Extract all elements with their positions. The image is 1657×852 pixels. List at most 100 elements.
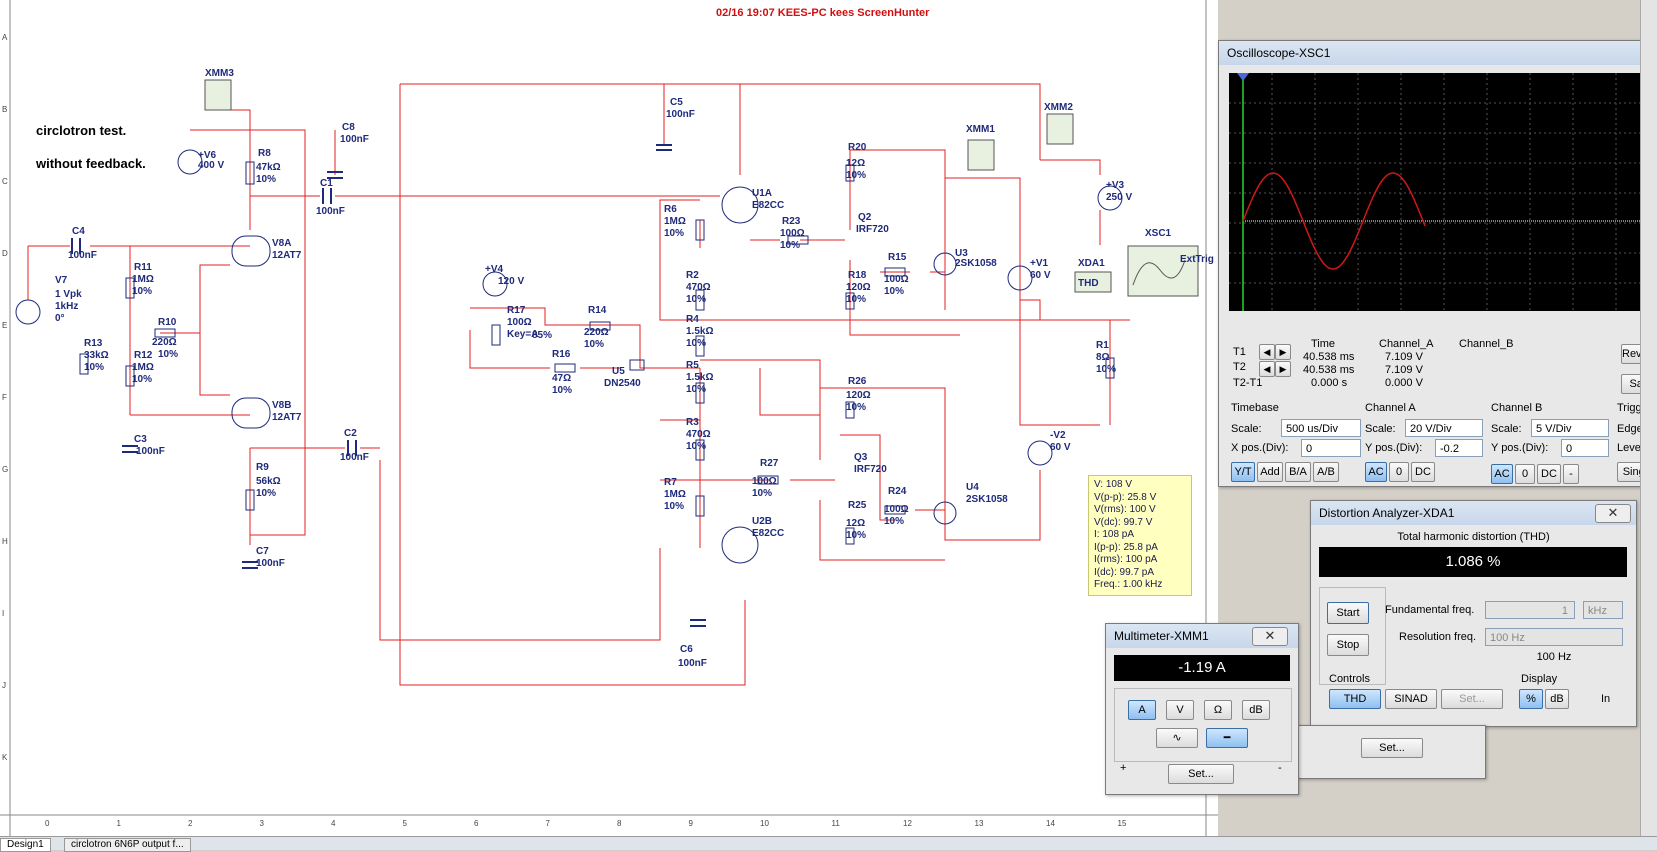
plus-terminal-label: + bbox=[1120, 762, 1127, 774]
t2-time: 40.538 ms bbox=[1303, 364, 1355, 376]
start-stop-group bbox=[1319, 587, 1386, 685]
thd-label: Total harmonic distortion (THD) bbox=[1397, 531, 1550, 543]
percent-button[interactable]: % bbox=[1519, 689, 1543, 709]
fund-freq-unit[interactable]: kHz bbox=[1583, 601, 1623, 619]
thd-button[interactable]: THD bbox=[1329, 689, 1381, 709]
thd-display: 1.086 % bbox=[1319, 547, 1627, 577]
schematic-wires bbox=[0, 0, 1218, 836]
t2-channel-a: 7.109 V bbox=[1385, 364, 1423, 376]
channel-b-ypos-label: Y pos.(Div): bbox=[1491, 442, 1549, 454]
dc-button[interactable]: ━ bbox=[1206, 728, 1248, 748]
t2-right-arrow-button[interactable]: ▶ bbox=[1275, 361, 1291, 377]
multimeter-reading: -1.19 A bbox=[1114, 655, 1290, 681]
channel-a-scale-field[interactable]: 20 V/Div bbox=[1405, 419, 1483, 437]
display-label: Display bbox=[1521, 673, 1558, 685]
res-freq-select[interactable]: 100 Hz bbox=[1485, 628, 1623, 646]
probe-line: I: 108 pA bbox=[1094, 529, 1135, 540]
t2t1-time: 0.000 s bbox=[1311, 377, 1348, 389]
channel-a-trace bbox=[1242, 172, 1426, 270]
probe-line: I(p-p): 25.8 pA bbox=[1094, 541, 1158, 553]
channel-b-dc-button[interactable]: DC bbox=[1537, 464, 1561, 484]
controls-label: Controls bbox=[1329, 673, 1370, 685]
multimeter-set-button[interactable]: Set... bbox=[1168, 764, 1234, 784]
channel-b-label: Channel B bbox=[1491, 402, 1543, 414]
back-set-button[interactable]: Set... bbox=[1361, 738, 1423, 758]
xpos-label: X pos.(Div): bbox=[1231, 442, 1289, 454]
t1-channel-a: 7.109 V bbox=[1385, 351, 1423, 363]
channel-b-invert-button[interactable]: - bbox=[1563, 464, 1579, 484]
res-freq-display: 100 Hz bbox=[1536, 651, 1572, 663]
timebase-label: Timebase bbox=[1231, 402, 1279, 414]
stop-button[interactable]: Stop bbox=[1327, 634, 1369, 656]
distortion-analyzer-window[interactable]: Distortion Analyzer-XDA1 ✕ Total harmoni… bbox=[1310, 500, 1637, 727]
volt-button[interactable]: V bbox=[1166, 700, 1194, 720]
close-icon[interactable]: ✕ bbox=[1595, 504, 1631, 523]
col-time: Time bbox=[1311, 338, 1336, 350]
channel-a-ypos-label: Y pos.(Div): bbox=[1365, 442, 1423, 454]
channel-a-ypos-field[interactable]: -0.2 bbox=[1435, 439, 1483, 457]
probe-line: I(rms): 100 pA bbox=[1094, 554, 1158, 565]
t1-right-arrow-button[interactable]: ▶ bbox=[1275, 344, 1291, 360]
t1-time: 40.538 ms bbox=[1303, 351, 1355, 363]
sinad-button[interactable]: SINAD bbox=[1385, 689, 1437, 709]
channel-a-ac-button[interactable]: AC bbox=[1365, 462, 1387, 482]
start-button[interactable]: Start bbox=[1327, 602, 1369, 624]
ampere-button[interactable]: A bbox=[1128, 700, 1156, 720]
channel-b-ypos-field[interactable]: 0 bbox=[1561, 439, 1609, 457]
t2-left-arrow-button[interactable]: ◀ bbox=[1259, 361, 1275, 377]
channel-b-zero-button[interactable]: 0 bbox=[1515, 464, 1535, 484]
vertical-scrollbar[interactable] bbox=[1640, 0, 1657, 836]
oscilloscope-screen[interactable] bbox=[1229, 73, 1657, 311]
channel-a-zero-button[interactable]: 0 bbox=[1389, 462, 1409, 482]
timebase-scale-label: Scale: bbox=[1231, 423, 1262, 435]
xpos-field[interactable]: 0 bbox=[1301, 439, 1361, 457]
mode-add-button[interactable]: Add bbox=[1257, 462, 1283, 482]
oscilloscope-window[interactable]: Oscilloscope-XSC1 T1 T2 T2-T1 ◀ ▶ ◀ ▶ Ti… bbox=[1218, 40, 1657, 487]
ohm-button[interactable]: Ω bbox=[1204, 700, 1232, 720]
channel-a-scale-label: Scale: bbox=[1365, 423, 1396, 435]
multimeter-window[interactable]: Multimeter-XMM1 ✕ -1.19 A A V Ω dB ∿ ━ +… bbox=[1105, 623, 1299, 795]
close-icon[interactable]: ✕ bbox=[1252, 627, 1288, 646]
channel-a-dc-button[interactable]: DC bbox=[1411, 462, 1435, 482]
dc-line-icon: ━ bbox=[1223, 732, 1231, 744]
probe-line: Freq.: 1.00 kHz bbox=[1094, 579, 1163, 590]
mode-ab-button[interactable]: A/B bbox=[1313, 462, 1339, 482]
probe-line: V(p-p): 25.8 V bbox=[1094, 491, 1157, 503]
db-button[interactable]: dB bbox=[1545, 689, 1569, 709]
probe-line: V(dc): 99.7 V bbox=[1094, 516, 1153, 528]
timebase-scale-field[interactable]: 500 us/Div bbox=[1281, 419, 1361, 437]
trigger-edge-label: Edge: bbox=[1617, 423, 1646, 435]
cursor-t2-label: T2 bbox=[1233, 361, 1246, 373]
col-channel-b: Channel_B bbox=[1459, 338, 1514, 350]
channel-b-scale-label: Scale: bbox=[1491, 423, 1522, 435]
design-tab-bar: Design1 circlotron 6N6P output f... bbox=[0, 836, 1657, 852]
channel-b-scale-field[interactable]: 5 V/Div bbox=[1531, 419, 1609, 437]
set-button[interactable]: Set... bbox=[1441, 689, 1503, 709]
res-freq-label: Resolution freq. bbox=[1399, 631, 1477, 643]
trigger-level-label: Level: bbox=[1617, 442, 1647, 454]
fund-freq-field[interactable]: 1 bbox=[1485, 601, 1575, 619]
t2t1-channel-a: 0.000 V bbox=[1385, 377, 1423, 389]
tab-circlotron[interactable]: circlotron 6N6P output f... bbox=[64, 838, 191, 852]
sine-wave-icon: ∿ bbox=[1172, 732, 1182, 744]
channel-b-ac-button[interactable]: AC bbox=[1491, 464, 1513, 484]
fund-freq-label: Fundamental freq. bbox=[1385, 604, 1475, 616]
tab-design1[interactable]: Design1 bbox=[0, 838, 51, 852]
t1-left-arrow-button[interactable]: ◀ bbox=[1259, 344, 1275, 360]
probe-tooltip: V: 108 V V(p-p): 25.8 V V(rms): 100 V V(… bbox=[1088, 475, 1192, 596]
background-meter-panel[interactable]: Set... bbox=[1298, 725, 1486, 779]
probe-line: I(dc): 99.7 pA bbox=[1094, 566, 1155, 578]
minus-terminal-label: - bbox=[1278, 762, 1282, 774]
distortion-title: Distortion Analyzer-XDA1 bbox=[1311, 501, 1636, 525]
mode-yt-button[interactable]: Y/T bbox=[1231, 462, 1255, 482]
mode-ba-button[interactable]: B/A bbox=[1285, 462, 1311, 482]
col-channel-a: Channel_A bbox=[1379, 338, 1434, 350]
mode-group bbox=[1114, 688, 1292, 762]
oscilloscope-grid bbox=[1229, 73, 1657, 311]
cursor-t2t1-label: T2-T1 bbox=[1233, 377, 1263, 389]
probe-line: V: 108 V bbox=[1094, 479, 1132, 490]
cursor-t1-label: T1 bbox=[1233, 346, 1246, 358]
ac-wave-button[interactable]: ∿ bbox=[1156, 728, 1198, 748]
schematic-canvas[interactable]: 02/16 19:07 KEES-PC kees ScreenHunter ci… bbox=[0, 0, 1218, 836]
decibel-button[interactable]: dB bbox=[1242, 700, 1270, 720]
